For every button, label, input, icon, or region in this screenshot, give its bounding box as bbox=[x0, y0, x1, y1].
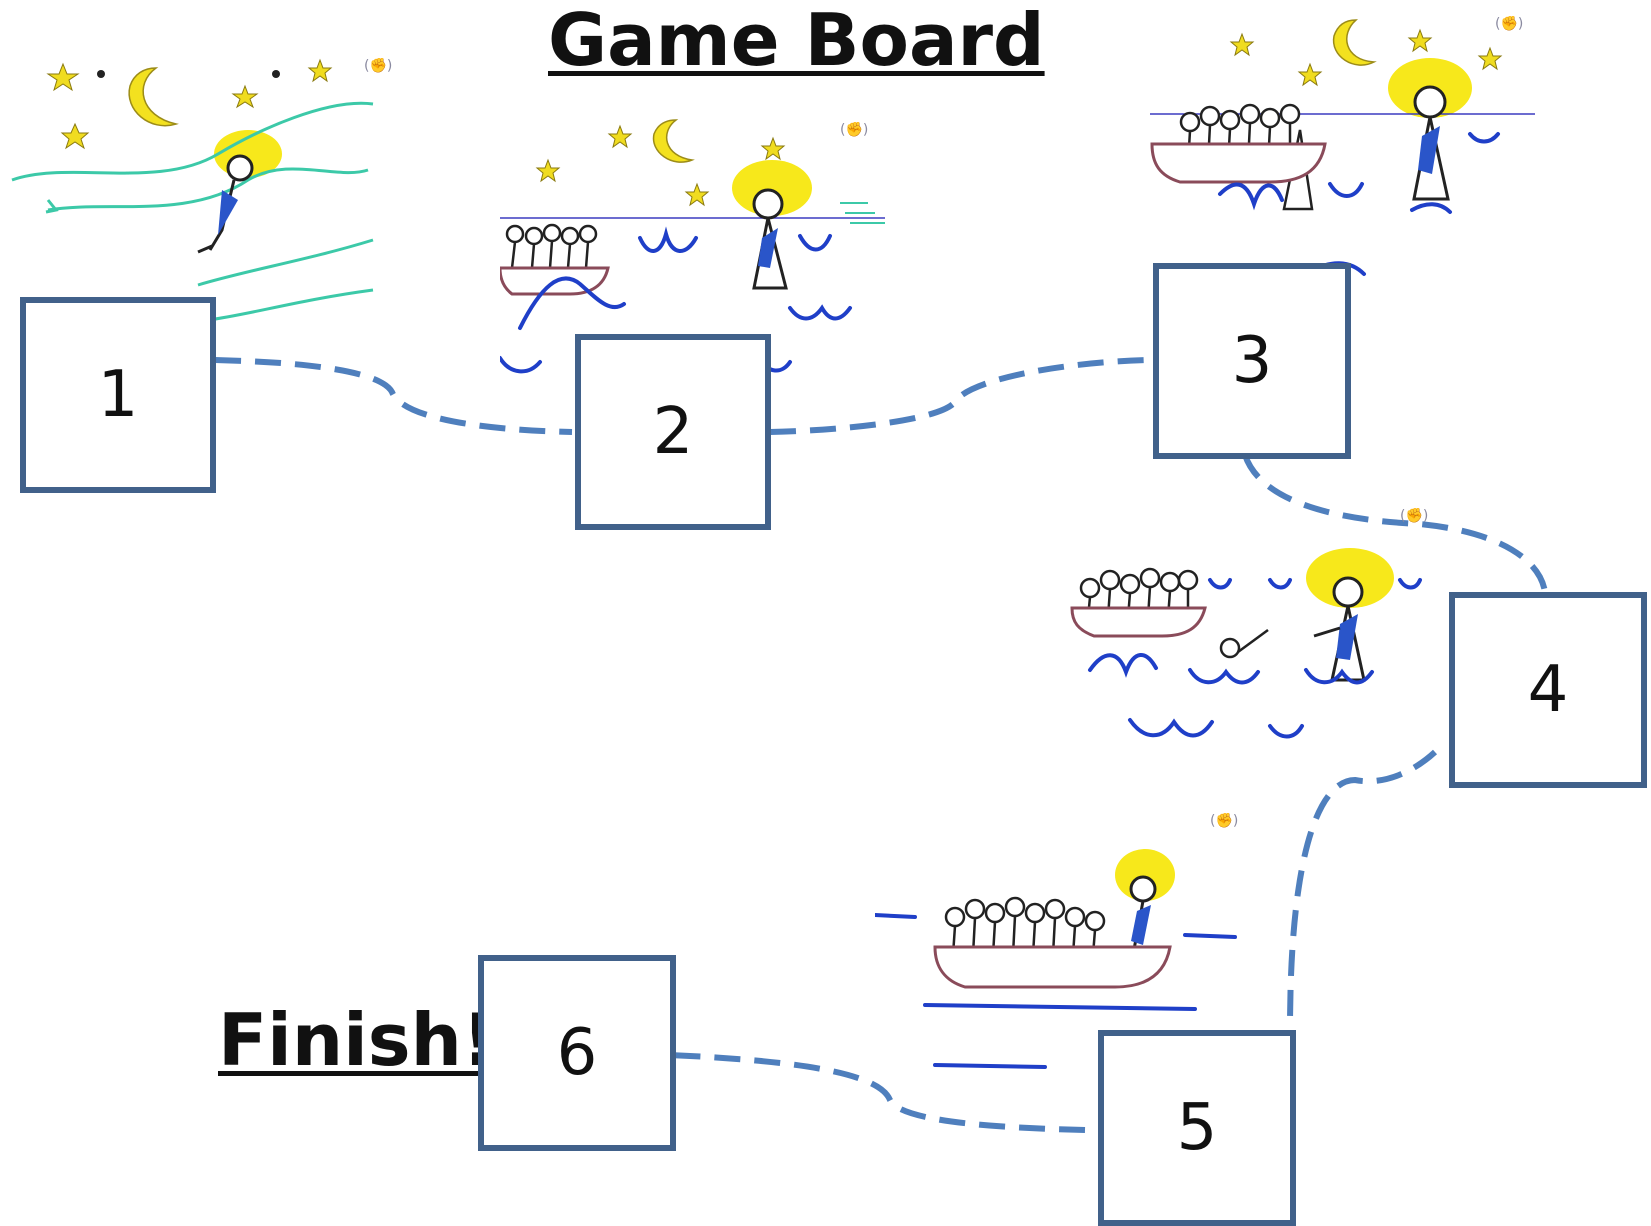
svg-text:(✊): (✊) bbox=[364, 57, 392, 74]
scene-4-illustration: (✊) bbox=[1070, 507, 1428, 739]
scene-5-illustration: (✊) bbox=[875, 812, 1238, 1069]
board-space-3[interactable]: 3 bbox=[1153, 263, 1351, 459]
path-segment-3-4 bbox=[1242, 453, 1548, 593]
moon-icon bbox=[128, 67, 179, 127]
board-space-1[interactable]: 1 bbox=[20, 297, 216, 493]
star-icon bbox=[1229, 28, 1503, 87]
scene-1-illustration: (✊) bbox=[11, 57, 392, 322]
page-title: Game Board bbox=[548, 0, 1045, 82]
board-space-2[interactable]: 2 bbox=[575, 334, 771, 530]
svg-text:(✊): (✊) bbox=[840, 121, 868, 138]
star-icon bbox=[46, 58, 333, 150]
finish-label: Finish! bbox=[218, 998, 495, 1082]
scene-3-illustration: (✊) bbox=[1150, 15, 1535, 276]
board-space-5[interactable]: 5 bbox=[1098, 1030, 1296, 1226]
path-segment-1-2 bbox=[214, 357, 573, 435]
board-space-6[interactable]: 6 bbox=[478, 955, 676, 1151]
path-segment-5-6 bbox=[669, 1052, 1086, 1133]
moon-icon bbox=[652, 119, 695, 163]
moon-icon bbox=[1332, 19, 1377, 66]
board-space-4[interactable]: 4 bbox=[1449, 592, 1647, 788]
scene-2-illustration: (✊) bbox=[500, 119, 885, 374]
svg-text:(✊): (✊) bbox=[1210, 812, 1238, 829]
svg-text:(✊): (✊) bbox=[1495, 15, 1523, 32]
svg-text:(✊): (✊) bbox=[1400, 507, 1428, 524]
path-segment-4-5 bbox=[1287, 749, 1438, 1031]
star-icon bbox=[535, 124, 786, 207]
